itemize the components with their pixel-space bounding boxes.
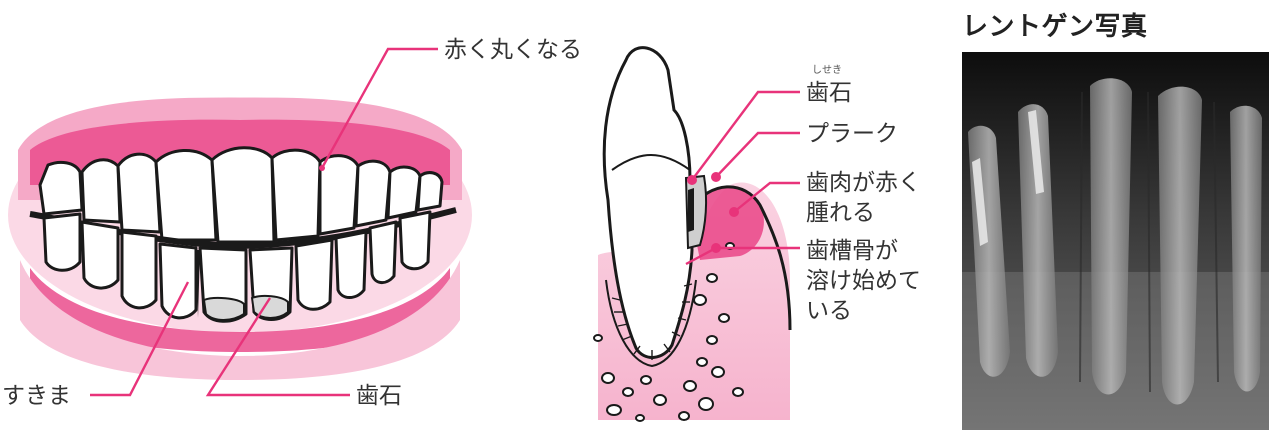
front-teeth-illustration <box>8 97 472 380</box>
label-gap: すきま <box>2 383 71 409</box>
xray-image <box>962 52 1269 430</box>
label-calculus-front: 歯石 <box>356 383 402 409</box>
label-bone-3: いる <box>806 298 852 324</box>
xray-title: レントゲン写真 <box>962 6 1148 43</box>
tooth-cross-section <box>594 48 790 421</box>
label-calculus-ruby: しせき <box>812 64 842 76</box>
label-calculus-cross: 歯石 <box>806 80 852 106</box>
label-plaque: プラーク <box>806 121 898 147</box>
label-gum-swelling-1: 歯肉が赤く <box>806 170 921 196</box>
label-bone-1: 歯槽骨が <box>806 238 898 264</box>
label-gums-red: 赤く丸くなる <box>444 37 582 63</box>
label-gum-swelling-2: 腫れる <box>806 200 875 226</box>
label-bone-2: 溶け始めて <box>806 268 921 294</box>
